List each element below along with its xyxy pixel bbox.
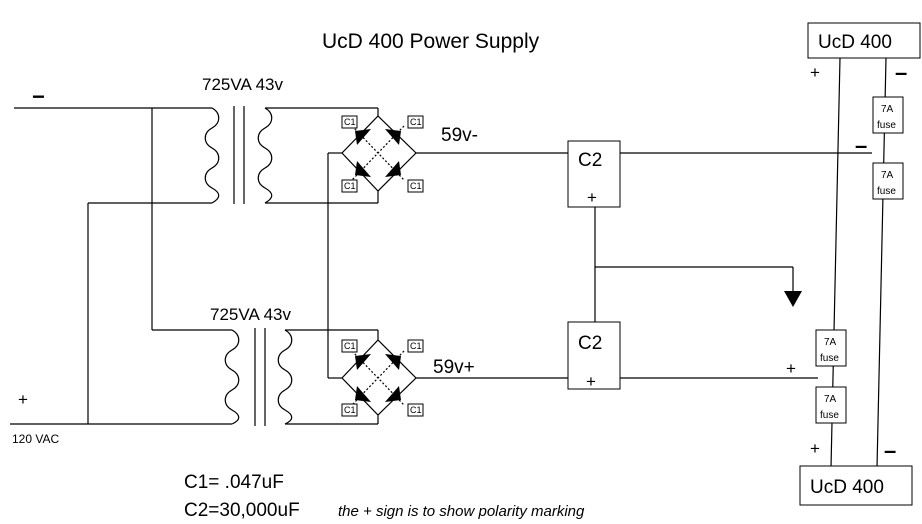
svg-text:7A: 7A [824,337,837,348]
c2-plus-sign: + [586,372,596,391]
fuse-top-lower: 7A fuse [872,162,904,200]
diagram-title: UcD 400 Power Supply [322,30,540,53]
legend-polarity-note: the + sign is to show polarity marking [338,503,585,520]
svg-text:fuse: fuse [820,353,839,364]
c1-cap-label: C1 [344,341,356,351]
secondary-wiring [265,107,379,425]
c1-cap-2c: C1 [341,403,358,417]
transformer-1 [204,106,273,204]
transformer-1-label: 725VA 43v [202,75,283,94]
c1-cap-2d: C1 [407,403,424,417]
c1-cap-1b: C1 [407,115,424,129]
c1-cap-label: C1 [410,341,422,351]
rail-neg-minus-sign: – [855,133,867,158]
amp-top-plus-sign: + [810,63,820,82]
c1-cap-2a: C1 [341,339,358,353]
ground-arrow [784,291,802,307]
mains-plus-sign: + [18,390,28,409]
c1-cap-1a: C1 [341,115,358,129]
c1-cap-label: C1 [410,405,422,415]
svg-text:fuse: fuse [877,186,896,197]
c1-cap-1d: C1 [407,179,424,193]
svg-text:7A: 7A [824,394,837,405]
amp-module-bottom: UcD 400 [799,465,913,506]
transformer-2-label: 725VA 43v [210,305,291,324]
c2-label: C2 [578,333,602,354]
transformer-1-primary-coil [204,107,220,204]
amp-module-top: UcD 400 [807,22,921,59]
c1-cap-label: C1 [344,405,356,415]
c2-label: C2 [578,150,602,171]
transformer-2-secondary-coil [277,329,293,425]
amp-module-label: UcD 400 [818,32,892,53]
bridge-rectifier-2 [341,339,417,416]
transformer-1-secondary-coil [257,107,273,204]
c1-cap-label: C1 [344,117,356,127]
fuse-bottom-upper: 7A fuse [815,329,847,367]
c1-cap-label: C1 [344,181,356,191]
amp-top-minus-sign: – [895,60,907,85]
bridge-rectifier-1 [341,115,417,192]
mains-wiring [10,107,232,425]
svg-text:fuse: fuse [820,410,839,421]
rail-wiring [416,152,872,379]
amp-module-label: UcD 400 [810,477,884,498]
rail-positive-label: 59v+ [433,357,475,378]
rail-pos-plus-sign: + [786,359,796,378]
c1-cap-1c: C1 [341,179,358,193]
amp-bottom-minus-sign: – [884,438,896,463]
mains-minus-sign: − [32,84,45,109]
transformer-2 [224,328,293,426]
fuse-bottom-lower: 7A fuse [815,386,847,424]
c2-plus-sign: + [587,188,597,207]
svg-text:7A: 7A [881,170,894,181]
c1-cap-2b: C1 [407,339,424,353]
legend-c1: C1= .047uF [184,472,284,493]
mains-voltage-label: 120 VAC [12,432,59,446]
transformer-2-primary-coil [224,329,240,425]
amp-bottom-plus-sign: + [810,439,820,458]
c1-cap-label: C1 [410,117,422,127]
legend-c2: C2=30,000uF [184,500,300,521]
svg-text:fuse: fuse [877,120,896,131]
fuse-top-upper: 7A fuse [872,96,904,134]
c1-cap-label: C1 [410,181,422,191]
c2-capacitor-lower: C2 + [567,321,621,391]
rail-negative-label: 59v- [441,125,478,146]
c2-capacitor-upper: C2 + [567,140,621,208]
svg-text:7A: 7A [881,104,894,115]
